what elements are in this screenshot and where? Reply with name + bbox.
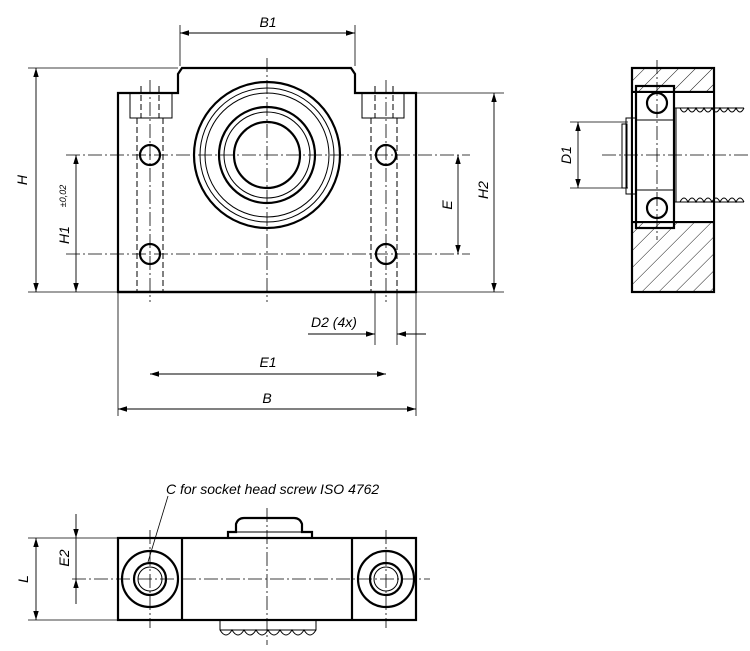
- label-H1: H1: [56, 226, 72, 244]
- leader-C: [147, 495, 169, 563]
- right-counterbore: [361, 93, 405, 119]
- side-housing-outline: [630, 66, 716, 294]
- label-E1: E1: [259, 354, 276, 370]
- label-B1: B1: [259, 14, 276, 30]
- front-view: [66, 58, 470, 302]
- top-view: [72, 508, 430, 645]
- front-dimensions: B1 H H1 ±0,02 E H2 D2 (4x) E1 B: [14, 14, 504, 416]
- thread-stub: [219, 620, 317, 636]
- label-E: E: [439, 200, 455, 210]
- side-section-view: [602, 60, 750, 294]
- side-dimensions: D1: [558, 121, 628, 189]
- front-hidden-lines: [136, 86, 398, 292]
- label-D2: D2 (4x): [311, 314, 357, 330]
- label-D1: D1: [558, 146, 574, 164]
- front-view-outline: [116, 66, 418, 294]
- label-C-note: C for socket head screw ISO 4762: [166, 481, 379, 497]
- label-L: L: [15, 575, 31, 583]
- label-E2: E2: [56, 549, 72, 566]
- left-counterbore: [129, 93, 173, 119]
- top-cap: [226, 516, 314, 538]
- label-B: B: [262, 390, 271, 406]
- top-dimensions: L E2 C for socket head screw ISO 4762: [15, 481, 379, 621]
- label-H2: H2: [475, 181, 491, 199]
- label-H: H: [14, 174, 30, 185]
- front-center-lines: [66, 58, 470, 302]
- label-H1-tolerance: ±0,02: [58, 185, 68, 207]
